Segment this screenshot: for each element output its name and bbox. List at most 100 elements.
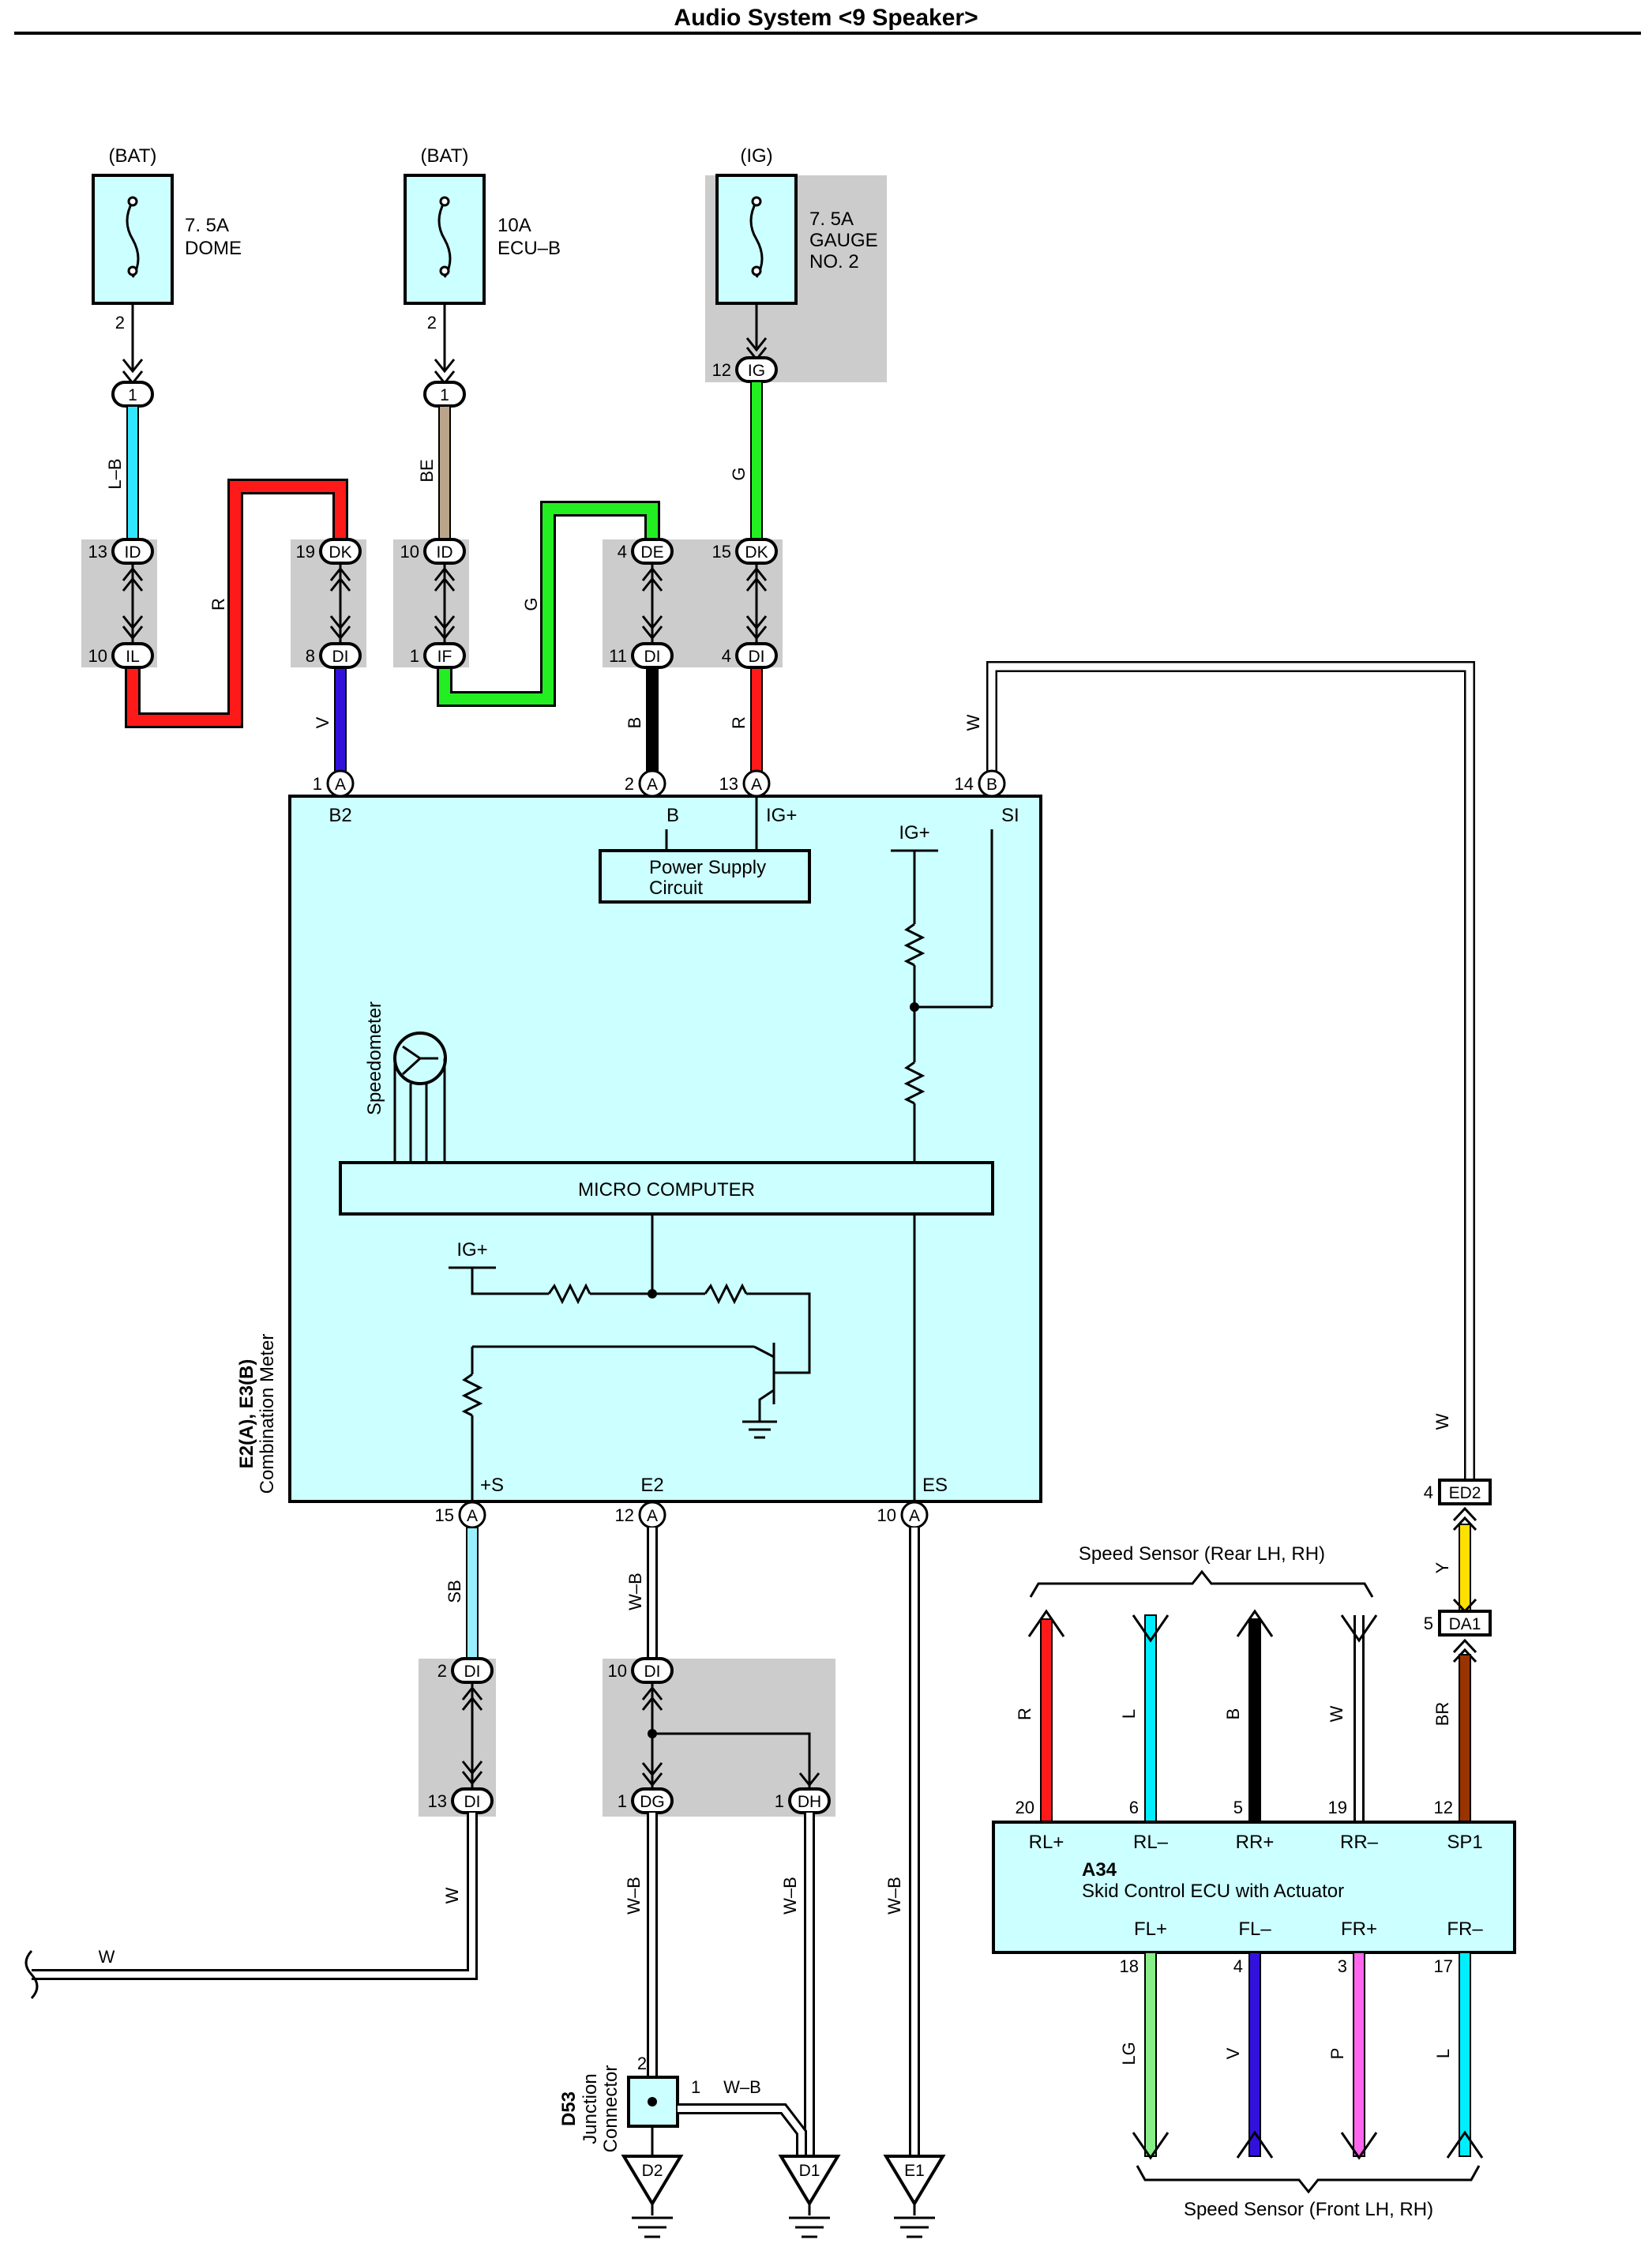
fuse-gauge-conn: IG — [748, 362, 765, 380]
label-front-v: V — [1223, 2047, 1243, 2059]
svg-text:SP1: SP1 — [1447, 1832, 1482, 1853]
resistor-4 — [704, 1283, 748, 1305]
j7-top-pin: 10 — [608, 1661, 627, 1681]
micro-computer — [339, 1161, 994, 1216]
fuse-gauge-name-2: NO. 2 — [809, 251, 859, 272]
j4-bot-pin: 11 — [609, 646, 627, 666]
label-rear-r: R — [1015, 1708, 1034, 1720]
front-l-arrow-up — [1446, 2130, 1484, 2159]
label-g-right: G — [729, 467, 749, 480]
svg-text:5: 5 — [1233, 1798, 1243, 1817]
front-sensor-label: Speed Sensor (Front LH, RH) — [1184, 2199, 1433, 2220]
label-br: BR — [1432, 1702, 1452, 1727]
j3-bot: IF — [437, 648, 452, 666]
wire-front-lg — [1144, 1952, 1157, 2157]
wire-be — [438, 405, 451, 541]
resistor-5 — [461, 1373, 483, 1417]
svg-text:RL+: RL+ — [1029, 1832, 1064, 1853]
meter-pin-15: 15 — [435, 1505, 454, 1525]
skid-ecu-top-pins: 20 RL+ 6 RL– 5 RR+ 19 RR– 12 SP1 — [1016, 1798, 1483, 1853]
j7-bl: DG — [640, 1793, 665, 1811]
skid-control-ecu — [992, 1821, 1516, 1954]
j6-top: DI — [464, 1663, 481, 1681]
fuse-gauge-icon — [749, 201, 764, 278]
meter-pin-13: 13 — [719, 774, 738, 794]
j5-bot-pin: 4 — [722, 646, 731, 666]
da1-pin: 5 — [1424, 1614, 1433, 1633]
svg-text:B: B — [986, 776, 997, 794]
meter-pin-2: 2 — [625, 774, 634, 794]
j3-top: ID — [437, 543, 453, 562]
label-w-b-e1: W–B — [884, 1877, 904, 1915]
label-b: B — [625, 717, 644, 729]
rear-r-arrow-up — [1027, 1609, 1065, 1637]
meter-label-ig: IG+ — [766, 805, 797, 826]
skid-ecu-code: A34 — [1082, 1859, 1117, 1881]
fuse-ecu-b-source: (BAT) — [421, 145, 469, 167]
fuse-dome: (BAT) 7. 5A DOME 2 — [92, 145, 242, 333]
svg-text:A: A — [467, 1507, 478, 1525]
svg-text:18: 18 — [1120, 1956, 1139, 1976]
meter-pin-14: 14 — [955, 774, 974, 794]
label-front-l: L — [1433, 2049, 1453, 2058]
label-w-right: W — [1432, 1413, 1452, 1430]
j4-top-pin: 4 — [618, 542, 627, 562]
j2-top: DK — [329, 543, 351, 562]
rear-b-arrow-up — [1236, 1609, 1274, 1637]
meter-pin-12: 12 — [615, 1505, 634, 1525]
label-rear-l: L — [1119, 1709, 1139, 1719]
ed2-pin: 4 — [1424, 1483, 1433, 1502]
svg-text:RL–: RL– — [1133, 1832, 1169, 1853]
svg-text:Circuit: Circuit — [649, 877, 703, 899]
j2-top-pin: 19 — [296, 542, 315, 562]
meter-top-pins: A 1 B2 A 2 B A 13 IG+ B 14 SI — [313, 769, 1019, 826]
connector-da1 — [1438, 1610, 1492, 1637]
d53-code: D53 — [558, 2091, 580, 2126]
rear-sensor-label: Speed Sensor (Rear LH, RH) — [1079, 1543, 1325, 1565]
rear-l-arrow-down — [1132, 1614, 1170, 1643]
fuse-dome-conn: 1 — [128, 386, 137, 404]
label-rear-w: W — [1327, 1705, 1346, 1722]
wire-rear-b — [1248, 1618, 1261, 1823]
label-be: BE — [417, 459, 437, 482]
label-w-si: W — [963, 714, 983, 731]
label-w-s: W — [442, 1887, 462, 1903]
front-v-arrow-up — [1236, 2130, 1274, 2159]
d53-pin2: 2 — [637, 2054, 647, 2073]
wire-sb — [466, 1527, 479, 1671]
fuse-ecu-b-name: ECU–B — [497, 238, 561, 259]
svg-text:FL+: FL+ — [1134, 1918, 1167, 1940]
svg-text:A: A — [647, 1507, 658, 1525]
front-sensor-brace — [1136, 2165, 1481, 2194]
wire-front-p — [1353, 1952, 1365, 2157]
label-y: Y — [1432, 1561, 1452, 1573]
wire-front-l — [1459, 1952, 1471, 2157]
skid-ecu-bottom-pins: FL+ 18 FL– 4 FR+ 3 FR– 17 — [1120, 1918, 1484, 1976]
label-w-bottom: W — [99, 1947, 115, 1967]
wire-y — [1459, 1524, 1471, 1612]
label-g-left: G — [521, 597, 541, 611]
svg-text:A: A — [647, 776, 658, 794]
j4-bot: DI — [644, 648, 661, 666]
ground-e1-icon — [894, 2216, 935, 2238]
meter-label-es: ES — [922, 1475, 948, 1496]
ground-internal — [742, 1420, 777, 1439]
d53-pin1: 1 — [691, 2077, 700, 2097]
skid-ecu-name: Skid Control ECU with Actuator — [1082, 1881, 1344, 1902]
meter-label-e2: E2 — [640, 1475, 663, 1496]
fuse-ecu-b-conn: 1 — [440, 386, 449, 404]
label-l-b: L–B — [105, 458, 125, 489]
j1-top: ID — [125, 543, 141, 562]
label-w-b-d1: W–B — [780, 1877, 800, 1915]
front-p-arrow-down — [1340, 2132, 1378, 2160]
svg-text:FL–: FL– — [1238, 1918, 1271, 1940]
svg-text:ED2: ED2 — [1449, 1484, 1481, 1502]
label-w-b-e2: W–B — [625, 1573, 645, 1610]
resistor-1 — [903, 923, 925, 967]
fuse-dome-icon — [126, 201, 140, 278]
fuse-dome-pin: 2 — [115, 313, 125, 333]
wire-front-v — [1248, 1952, 1261, 2157]
fuse-gauge-source: (IG) — [740, 145, 772, 167]
label-sb: SB — [445, 1580, 464, 1603]
